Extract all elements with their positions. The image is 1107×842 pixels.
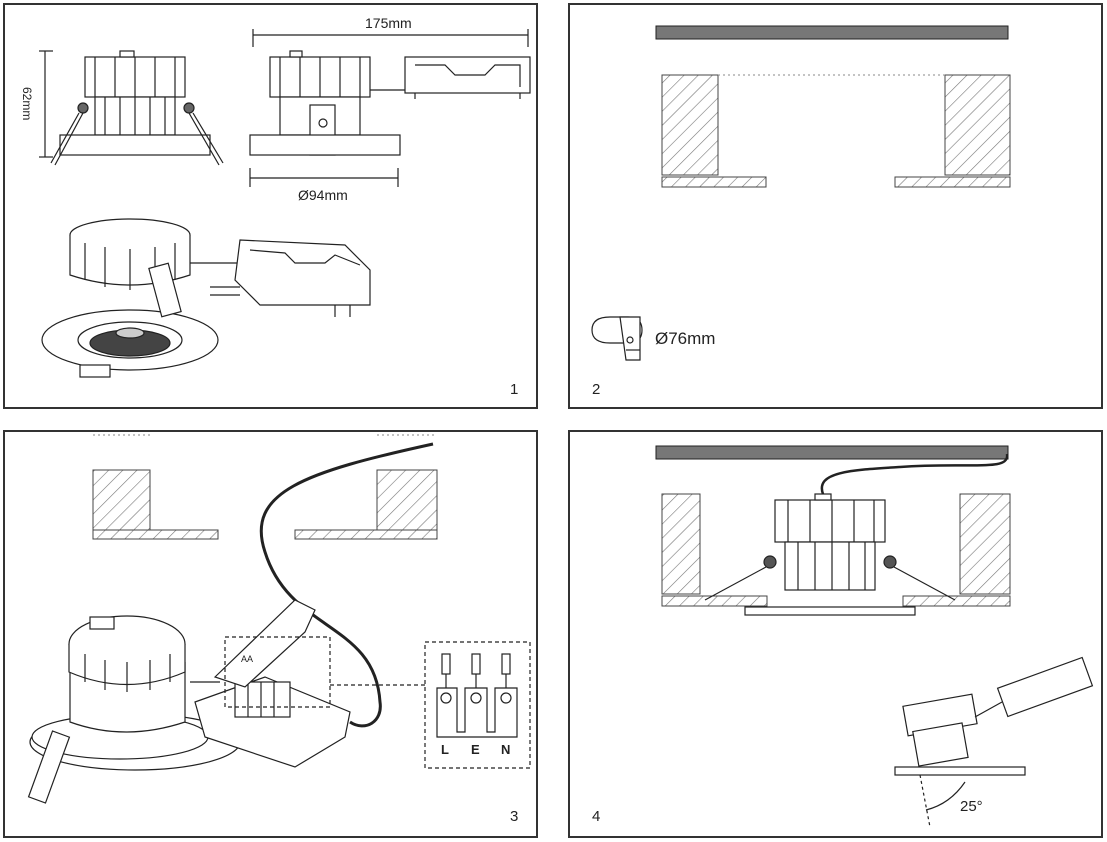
panel-1-drawing (39, 29, 531, 378)
mains-cable (820, 453, 1009, 495)
panel-number: 2 (592, 381, 601, 398)
panel-3-drawing (27, 434, 531, 804)
ceiling-joist (655, 445, 1009, 460)
ceiling-cavity (661, 493, 1011, 607)
connector-label: AA (241, 654, 254, 664)
fixture-side-view (249, 50, 531, 156)
panel-number: 1 (510, 381, 519, 398)
diameter-dimension-label: Ø94mm (298, 187, 348, 203)
ceiling-cavity (661, 74, 1011, 188)
panel-4-installed: 25° 4 (568, 430, 1103, 838)
ceiling-joist (655, 25, 1009, 40)
width-dimension-label: 175mm (365, 15, 412, 31)
fixture-front-view (50, 50, 224, 166)
panel-2-cutout: Ø76mm 2 (568, 3, 1103, 409)
terminal-live-label: L (441, 742, 449, 757)
cutout-diameter-label: Ø76mm (655, 329, 716, 348)
saw-icon (591, 316, 643, 361)
terminal-earth-label: E (471, 742, 480, 757)
fixture-tilted (894, 656, 1094, 828)
panel-3-wiring: AA L E N 3 (3, 430, 538, 838)
panel-2-drawing (591, 25, 1011, 361)
panel-number: 3 (510, 808, 519, 825)
tilt-angle-label: 25° (960, 798, 983, 815)
terminal-neutral-label: N (501, 742, 511, 757)
fixture-perspective-view (41, 218, 371, 378)
fixture-with-terminal (27, 599, 425, 804)
panel-number: 4 (592, 808, 601, 825)
terminal-detail-box (424, 641, 531, 769)
mains-cable (259, 442, 434, 728)
height-dimension-label: 62mm (20, 87, 34, 121)
ceiling-cavity (92, 434, 438, 540)
panel-1-dimensions: 175mm 62mm Ø94mm 1 (3, 3, 538, 409)
panel-4-drawing (655, 445, 1094, 828)
fixture-installed (704, 493, 956, 616)
